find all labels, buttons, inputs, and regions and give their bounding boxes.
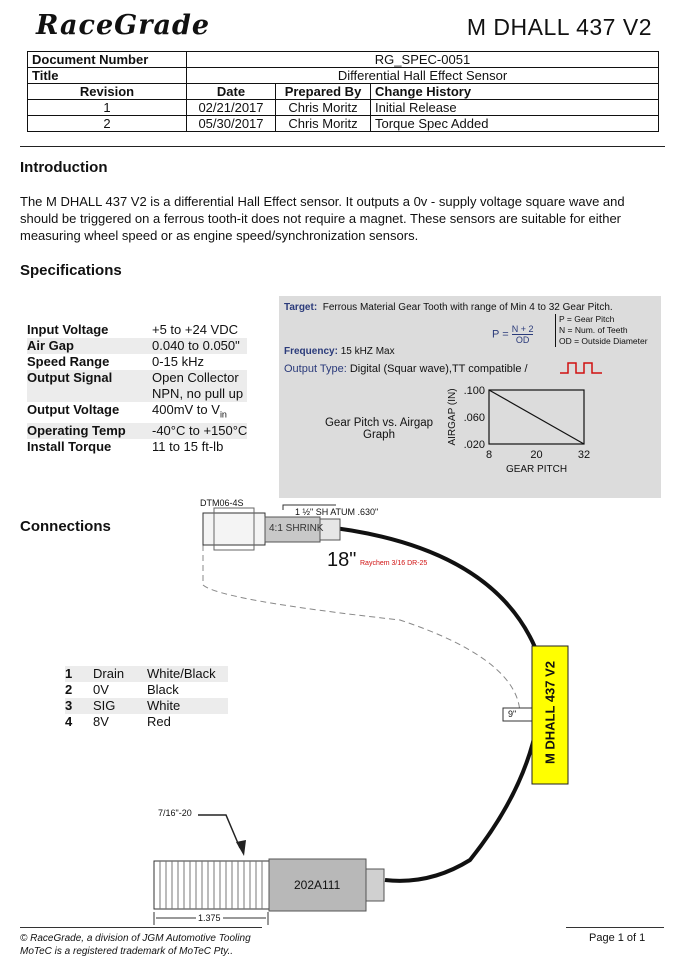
prepared-cell: Chris Moritz: [275, 115, 371, 132]
pin-row: 2 0V Black: [65, 682, 228, 698]
racegrade-logo: RaceGrade: [36, 10, 211, 41]
pin-number: 3: [65, 698, 93, 714]
pin-signal: 0V: [93, 682, 109, 697]
x-axis-label: GEAR PITCH: [506, 464, 567, 475]
spec-value: +5 to +24 VDC: [152, 322, 238, 337]
pin-number: 4: [65, 714, 73, 729]
footer-line-right: [566, 927, 664, 928]
spec-value: 400mV to Vin: [152, 402, 227, 420]
specifications-heading: Specifications: [20, 262, 122, 279]
spec-row: Operating Temp-40°C to +150°C: [27, 422, 248, 439]
part-number-label: 202A111: [294, 878, 341, 892]
pin-signal: 8V: [93, 714, 109, 729]
y-tick-label: .100: [464, 385, 485, 397]
pin-color: Black: [147, 682, 179, 697]
airgap-series-line: [488, 389, 585, 445]
introduction-text: The M DHALL 437 V2 is a differential Hal…: [20, 194, 625, 243]
change-cell: Initial Release: [370, 99, 659, 116]
spec-key: Install Torque: [27, 438, 112, 454]
x-tick-label: 8: [486, 449, 492, 461]
sensor-id-label: M DHALL 437 V2: [542, 660, 558, 765]
copyright-text: © RaceGrade, a division of JGM Automotiv…: [20, 933, 251, 944]
y-tick-label: .060: [464, 412, 485, 424]
spec-value: 0.040 to 0.050": [152, 338, 248, 354]
pin-signal: Drain: [93, 666, 147, 682]
introduction-heading: Introduction: [20, 159, 108, 176]
footer-line-left: [20, 927, 262, 928]
page-number: Page 1 of 1: [589, 932, 646, 944]
graph-title: Gear Pitch vs. Airgap Graph: [324, 417, 434, 441]
nine-inch-label: 9": [508, 709, 517, 719]
spec-row: Speed Range 0-15 kHz: [27, 354, 247, 370]
connector-label: DTM06-4S: [200, 498, 244, 508]
change-cell: Torque Spec Added: [370, 115, 659, 132]
revision-row: 2 05/30/2017 Chris Moritz Torque Spec Ad…: [27, 115, 659, 132]
shrink-label: 4:1 SHRINK: [269, 523, 324, 534]
spec-row: Output Voltage 400mV to Vin: [27, 402, 247, 423]
square-wave-icon: [560, 362, 602, 374]
connections-heading: Connections: [20, 518, 111, 535]
pitch-formula: P = N + 2 OD: [492, 324, 534, 345]
spec-value: Open Collector: [152, 370, 248, 386]
spec-row: Install Torque 11 to 15 ft-lb: [27, 439, 247, 455]
spec-key: Output Voltage: [27, 402, 120, 417]
formula-legend: P = Gear Pitch N = Num. of Teeth OD = Ou…: [555, 314, 648, 347]
spec-value: 0-15 kHz: [152, 354, 205, 369]
spec-key: Air Gap: [27, 338, 152, 354]
x-tick-label: 20: [530, 449, 542, 461]
spec-row: Input Voltage +5 to +24 VDC: [27, 322, 247, 338]
thread-label: 7/16"-20: [158, 808, 192, 818]
pin-color: Red: [147, 714, 171, 729]
length-label: 18": [327, 549, 357, 571]
frequency-line: Frequency: 15 kHZ Max: [284, 346, 395, 357]
raychem-label: Raychem 3/16 DR-25: [360, 560, 428, 567]
sleeve-label: 1 ½" SH ATUM .630": [295, 507, 379, 517]
x-tick-label: 32: [578, 449, 590, 461]
spec-row: NPN, no pull up: [27, 386, 248, 402]
dimension-label: 1.375: [196, 913, 223, 923]
trademark-text: MoTeC is a registered trademark of MoTeC…: [20, 946, 234, 957]
spec-key: Operating Temp: [27, 422, 152, 439]
pin-signal: SIG: [93, 698, 147, 714]
pin-row: 4 8V Red: [65, 714, 228, 730]
header-divider: [20, 146, 665, 147]
target-panel: Target: Ferrous Material Gear Tooth with…: [279, 296, 661, 498]
spec-value: -40°C to +150°C: [152, 422, 248, 439]
pin-number: 2: [65, 682, 73, 697]
y-tick-label: .020: [464, 439, 485, 451]
pin-number: 1: [65, 666, 93, 682]
spec-key: Output Signal: [27, 370, 152, 386]
document-info-table: Document Number RG_SPEC-0051 Title Diffe…: [27, 51, 659, 132]
doc-number-label: Document Number: [27, 51, 187, 68]
date-cell: 05/30/2017: [186, 115, 276, 132]
target-line: Target: Ferrous Material Gear Tooth with…: [284, 302, 613, 313]
title-value: Differential Hall Effect Sensor: [186, 67, 659, 84]
spec-value: NPN, no pull up: [152, 386, 248, 402]
y-axis-label: AIRGAP (IN): [447, 388, 458, 445]
plot-frame: [488, 389, 585, 445]
spec-key: [27, 386, 152, 402]
revision-row: 1 02/21/2017 Chris Moritz Initial Releas…: [27, 99, 659, 116]
pin-color: White: [147, 698, 228, 714]
pin-color: White/Black: [147, 666, 228, 682]
spec-value: 11 to 15 ft-lb: [152, 438, 224, 454]
document-title: M DHALL 437 V2: [466, 14, 652, 40]
col-revision: Revision: [27, 83, 187, 100]
spec-key: Input Voltage: [27, 322, 109, 337]
output-type-line: Output Type: Digital (Squar wave),TT com…: [284, 363, 528, 375]
spec-key: Speed Range: [27, 354, 110, 369]
